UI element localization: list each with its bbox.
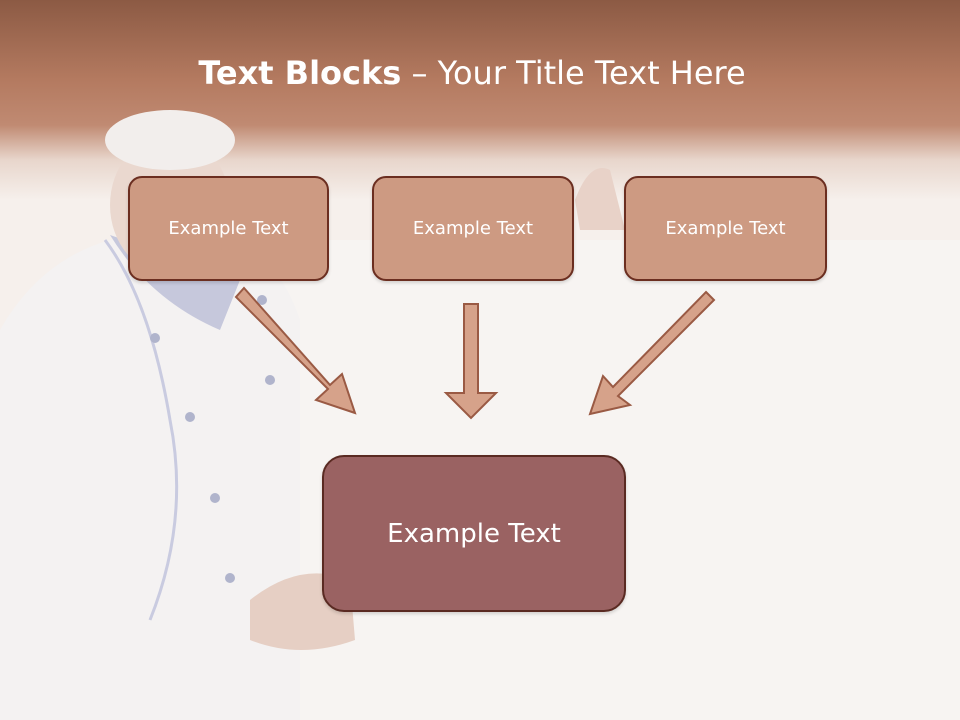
title-rest: – Your Title Text Here (401, 54, 746, 92)
text-block-1-label: Example Text (168, 218, 289, 239)
text-block-2-label: Example Text (412, 218, 534, 239)
text-block-3-label: Example Text (665, 218, 786, 239)
arrow-center (443, 303, 499, 420)
text-block-2[interactable]: Example Text (372, 176, 574, 281)
target-block-label: Example Text (387, 518, 561, 549)
text-block-3[interactable]: Example Text (624, 176, 827, 281)
arrow-left (234, 286, 357, 415)
title-bold: Text Blocks (198, 54, 402, 92)
text-block-1[interactable]: Example Text (128, 176, 329, 281)
arrow-right (588, 290, 716, 416)
slide-title: Text Blocks – Your Title Text Here (0, 54, 944, 92)
target-block[interactable]: Example Text (322, 455, 626, 612)
